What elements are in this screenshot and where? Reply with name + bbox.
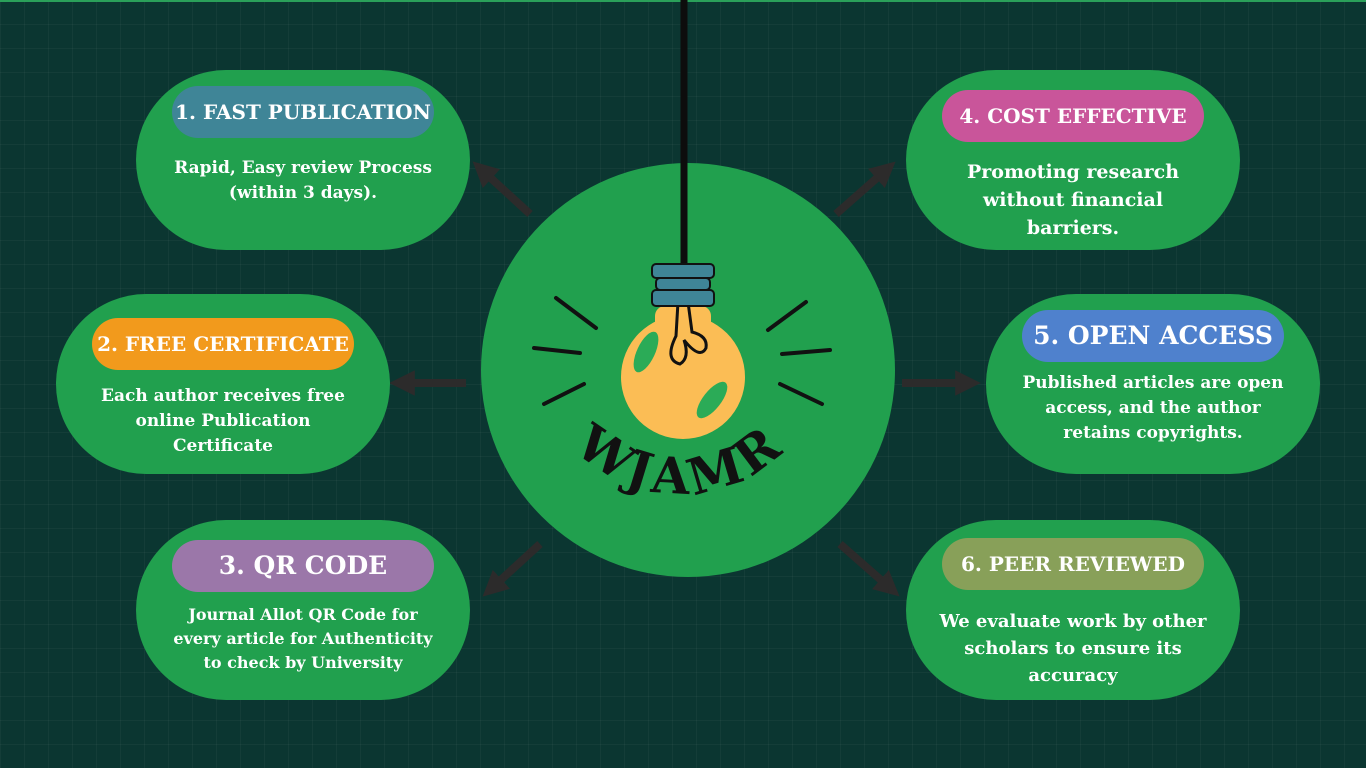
- feature-title-fast-publication: 1. FAST PUBLICATION: [172, 86, 434, 138]
- feature-card-fast-publication: 1. FAST PUBLICATION Rapid, Easy review P…: [136, 70, 470, 250]
- feature-title-peer-reviewed: 6. PEER REVIEWED: [942, 538, 1204, 590]
- feature-desc-peer-reviewed: We evaluate work by other scholars to en…: [939, 611, 1207, 686]
- arrow-to-cost-effective: [833, 161, 896, 218]
- feature-card-open-access: 5. OPEN ACCESS Published articles are op…: [986, 294, 1320, 474]
- light-rays: [532, 296, 832, 406]
- feature-card-peer-reviewed: 6. PEER REVIEWED We evaluate work by oth…: [906, 520, 1240, 700]
- feature-title-open-access: 5. OPEN ACCESS: [1022, 310, 1284, 362]
- feature-card-free-certificate: 2. FREE CERTIFICATE Each author receives…: [56, 294, 390, 474]
- lightbulb-icon: [621, 301, 745, 439]
- feature-title-free-certificate: 2. FREE CERTIFICATE: [92, 318, 354, 370]
- arrow-to-peer-reviewed: [837, 540, 900, 597]
- feature-card-cost-effective: 4. COST EFFECTIVE Promoting research wit…: [906, 70, 1240, 250]
- feature-desc-fast-publication: Rapid, Easy review Process (within 3 day…: [174, 158, 432, 203]
- feature-card-qr-code: 3. QR CODE Journal Allot QR Code for eve…: [136, 520, 470, 700]
- feature-desc-free-certificate: Each author receives free online Publica…: [101, 386, 345, 456]
- bulb-socket: [651, 263, 715, 307]
- feature-desc-qr-code: Journal Allot QR Code for every article …: [173, 605, 433, 672]
- arrow-to-fast-publication: [472, 161, 533, 217]
- arrow-to-qr-code: [482, 541, 543, 597]
- feature-title-qr-code: 3. QR CODE: [172, 540, 434, 592]
- feature-desc-open-access: Published articles are open access, and …: [1022, 373, 1284, 443]
- feature-desc-cost-effective: Promoting research without financial bar…: [966, 161, 1180, 239]
- feature-title-cost-effective: 4. COST EFFECTIVE: [942, 90, 1204, 142]
